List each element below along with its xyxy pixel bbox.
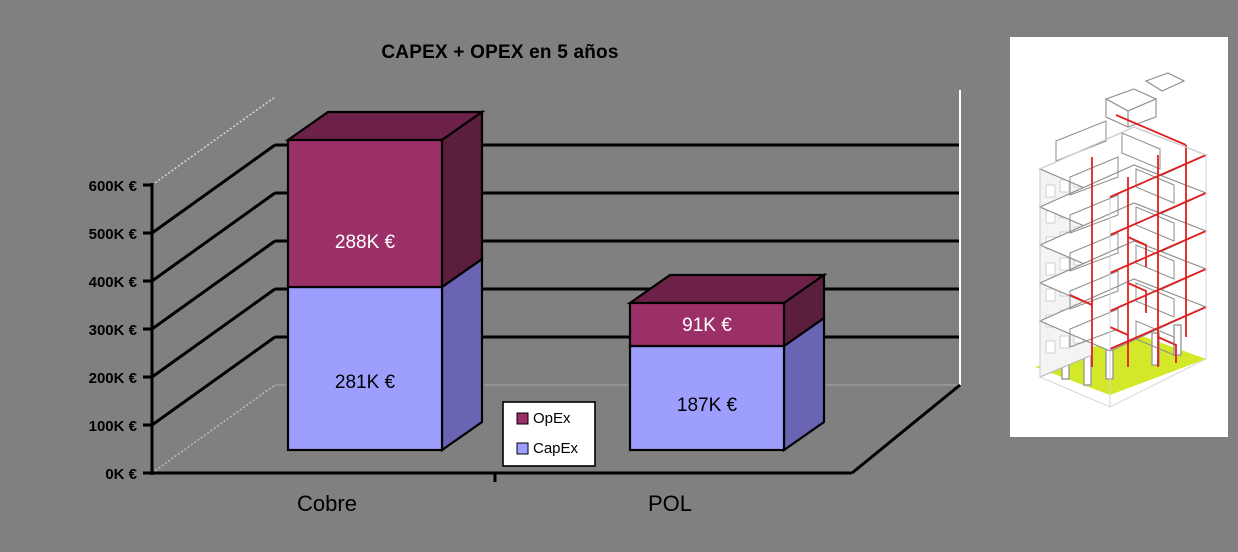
building-cutaway-image [1010,37,1228,437]
outline-wireframe [1039,126,1207,408]
y-tick-label-600k: 600K € [89,178,138,195]
y-tick-label-500k: 500K € [89,226,138,243]
bar-cobre-opex[interactable] [284,109,486,290]
floor-right-edge [851,383,961,475]
roof-boxes [1104,72,1186,128]
bar-pol-opex[interactable] [626,272,828,349]
gridline-500k [151,143,960,235]
bar-pol-capex[interactable] [628,315,826,453]
bar-label-pol-opex: 91K € [682,315,732,336]
interior-walls [1055,120,1175,356]
y-tick-label-400k: 400K € [89,274,138,291]
chart-plot: 600K € 500K € 400K € 300K € 200K € 100K … [89,90,961,516]
chart-container: CAPEX + OPEX en 5 años [89,42,961,516]
gridline-400k [151,191,960,283]
base-plate [1035,333,1206,395]
legend-label-capex: CapEx [533,440,579,457]
y-tick-label-200k: 200K € [89,370,138,387]
chart-title: CAPEX + OPEX en 5 años [381,42,619,63]
y-axis-ticks [143,183,497,482]
bar-label-cobre-opex: 288K € [335,232,396,253]
bar-label-cobre-capex: 281K € [335,372,396,393]
legend-swatch-opex [516,412,529,425]
gridline-300k [151,239,960,331]
x-category-label-cobre: Cobre [297,491,357,516]
bar-label-pol-capex: 187K € [677,395,738,416]
x-category-label-pol: POL [648,491,692,516]
y-tick-label-300k: 300K € [89,322,138,339]
gridline-600k [151,96,276,186]
building-diagram-svg [1010,37,1228,437]
legend-swatch-capex [516,442,529,455]
legend-label-opex: OpEx [533,410,571,427]
floor-slabs [1038,126,1208,352]
y-tick-label-100k: 100K € [89,418,138,435]
chart-legend[interactable]: OpEx CapEx [502,401,596,467]
bar-cobre-capex[interactable] [286,256,484,453]
fibre-cabling [1069,114,1207,367]
gridline-200k [151,287,960,379]
y-tick-label-0k: 0K € [105,466,137,483]
